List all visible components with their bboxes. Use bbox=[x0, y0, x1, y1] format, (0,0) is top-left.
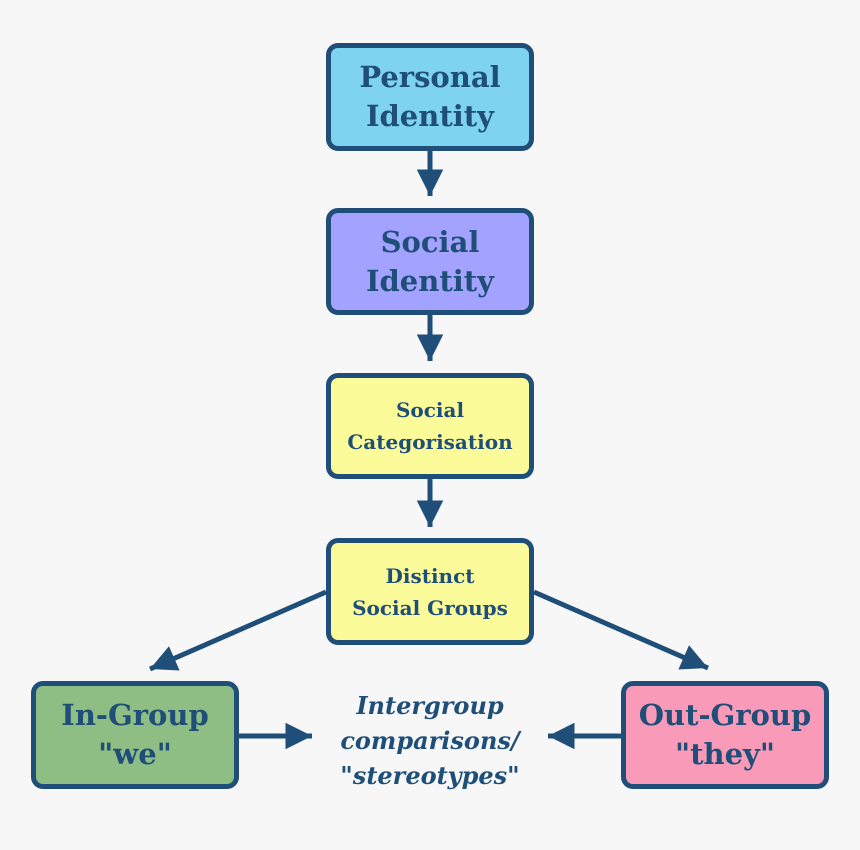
comparison-line3: "stereotypes" bbox=[340, 761, 520, 790]
node-social-categorisation-line1: Social bbox=[395, 398, 465, 422]
node-social-identity-line1: Social bbox=[380, 224, 480, 259]
arrow-distinct-to-in-group bbox=[148, 589, 328, 672]
node-in-group: In-Group "we" bbox=[31, 681, 239, 789]
intergroup-comparison-label: Intergroup comparisons/ "stereotypes" bbox=[316, 688, 544, 793]
node-out-group-line1: Out-Group bbox=[638, 698, 812, 732]
node-in-group-line1: In-Group bbox=[61, 698, 209, 732]
node-distinct-social-groups-line1: Distinct bbox=[385, 563, 475, 588]
node-social-identity: Social Identity bbox=[326, 208, 534, 315]
node-out-group-line2: "they" bbox=[675, 737, 775, 771]
node-personal-identity: Personal Identity bbox=[326, 43, 534, 151]
comparison-line2: comparisons/ bbox=[340, 726, 520, 755]
node-social-identity-line2: Identity bbox=[365, 263, 495, 298]
node-distinct-social-groups: Distinct Social Groups bbox=[326, 538, 534, 645]
node-social-categorisation: Social Categorisation bbox=[326, 373, 534, 479]
node-personal-identity-line1: Personal bbox=[359, 60, 501, 94]
comparison-line1: Intergroup bbox=[356, 691, 504, 720]
node-distinct-social-groups-line2: Social Groups bbox=[352, 595, 508, 620]
arrow-distinct-to-out-group bbox=[532, 589, 710, 671]
node-in-group-line2: "we" bbox=[98, 737, 172, 771]
node-out-group: Out-Group "they" bbox=[621, 681, 829, 789]
node-social-categorisation-line2: Categorisation bbox=[347, 430, 513, 454]
node-personal-identity-line2: Identity bbox=[365, 99, 495, 133]
